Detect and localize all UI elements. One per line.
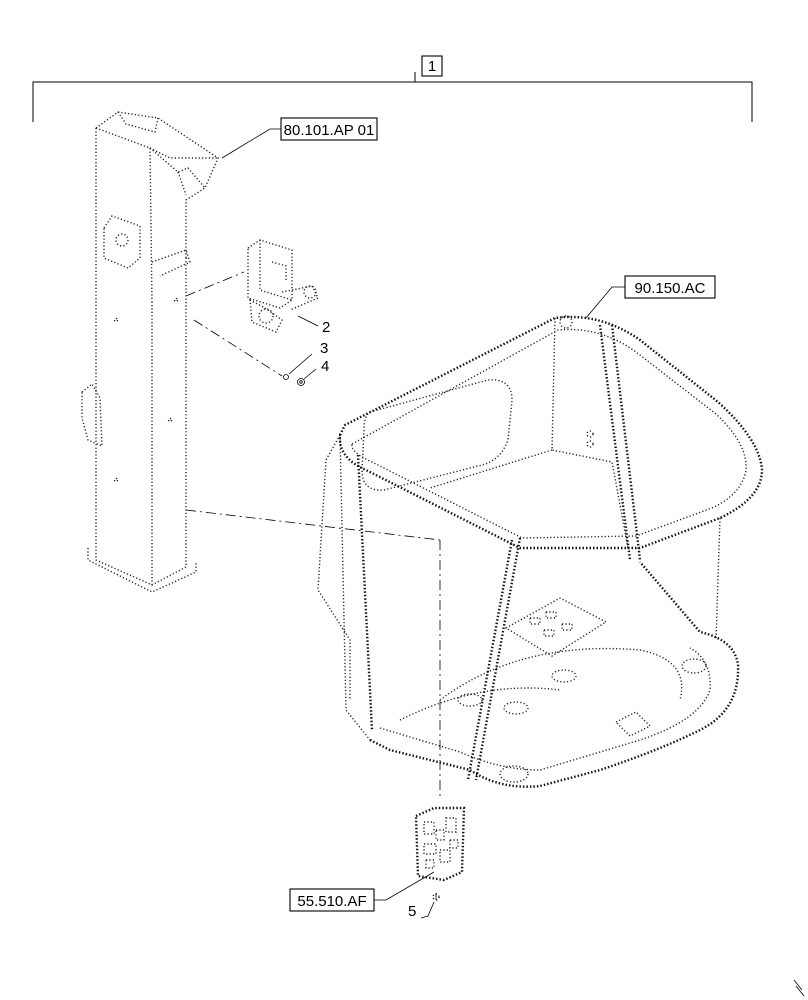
ref-column-label: 80.101.AP 01 — [284, 122, 375, 139]
item-2-callout[interactable]: 2 — [297, 315, 330, 336]
item-4-callout[interactable]: 4 — [303, 358, 329, 380]
assembly-bracket — [32, 72, 753, 122]
item-1-label: 1 — [428, 58, 436, 75]
switch-assembly — [247, 239, 319, 333]
ref-cab-label: 90.150.AC — [635, 280, 706, 297]
ref-panel-label: 55.510.AF — [297, 893, 366, 910]
item-3-callout[interactable]: 3 — [288, 340, 328, 375]
steering-column — [81, 111, 219, 593]
control-panel-module — [414, 806, 466, 901]
cab-frame — [317, 315, 764, 788]
item-3-label: 3 — [320, 340, 328, 357]
item-1-callout[interactable]: 1 — [421, 55, 443, 77]
item-4-label: 4 — [321, 358, 329, 375]
ref-cab-callout[interactable]: 90.150.AC — [585, 275, 716, 319]
item-2-label: 2 — [322, 319, 330, 336]
item-5-label: 5 — [408, 903, 416, 920]
item-3-screw — [283, 374, 289, 380]
item-4-nut — [297, 378, 305, 386]
corner-mark — [793, 979, 805, 997]
ref-column-callout[interactable]: 80.101.AP 01 — [221, 117, 378, 159]
ref-panel-callout[interactable]: 55.510.AF — [289, 871, 435, 912]
item-5-callout[interactable]: 5 — [408, 901, 435, 920]
